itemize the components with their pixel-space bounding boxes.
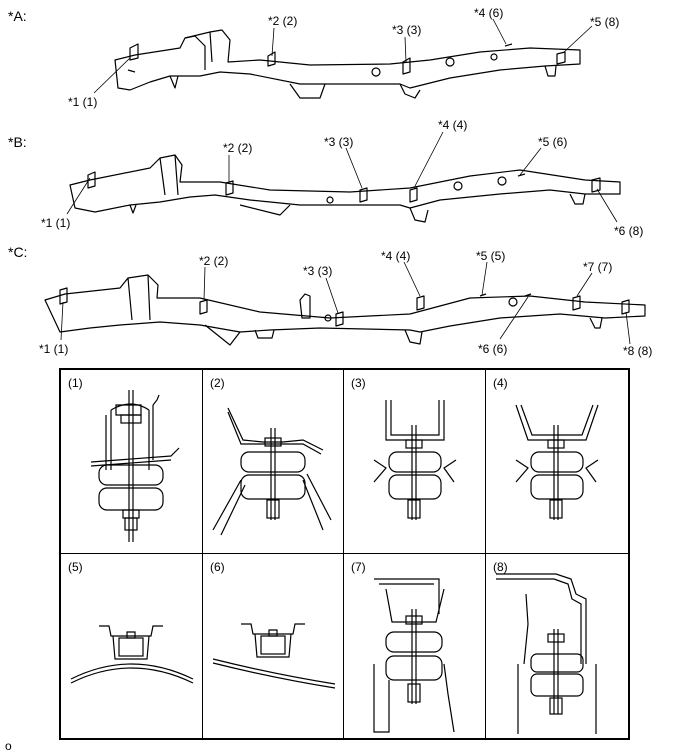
detail-cell-3: (3) [344, 370, 486, 554]
detail-cell-8: (8) [486, 554, 628, 738]
mount-detail-6 [212, 623, 336, 689]
detail-cell-3-number: (3) [351, 376, 366, 390]
callout-b-4: *4 (4) [438, 118, 468, 132]
callout-c-1: *1 (1) [39, 342, 69, 356]
detail-cell-1: (1) [61, 370, 203, 554]
mount-detail-5 [70, 625, 194, 684]
callout-a-4: *4 (6) [474, 6, 504, 20]
detail-cell-6-number: (6) [210, 560, 225, 574]
callout-b-3: *3 (3) [324, 135, 354, 149]
frame-b [69, 154, 621, 223]
detail-cell-1-number: (1) [68, 376, 83, 390]
callout-a-3: *3 (3) [392, 23, 422, 37]
frame-c [44, 274, 646, 346]
callout-b-6: *6 (8) [614, 224, 644, 238]
callout-a-1: *1 (1) [68, 95, 98, 109]
mount-detail-8 [496, 573, 597, 734]
mount-detail-2 [212, 407, 332, 536]
callout-b-5: *5 (6) [538, 135, 568, 149]
callout-a-5: *5 (8) [590, 15, 620, 29]
mount-detail-3 [373, 400, 457, 520]
callout-c-4: *4 (4) [381, 249, 411, 263]
detail-cell-5: (5) [61, 554, 203, 738]
callout-c-7: *7 (7) [583, 260, 613, 274]
callout-c-6: *6 (6) [478, 342, 508, 356]
mount-detail-1 [90, 390, 180, 542]
mount-detail-4 [515, 404, 599, 520]
row-a-tag: *A: [8, 8, 27, 24]
detail-cell-8-number: (8) [493, 560, 508, 574]
detail-cell-5-number: (5) [68, 560, 83, 574]
detail-cell-7-number: (7) [351, 560, 366, 574]
callout-a-2: *2 (2) [268, 14, 298, 28]
callout-c-5: *5 (5) [476, 249, 506, 263]
frame-diagrams [44, 18, 646, 346]
frame-a [114, 29, 581, 99]
detail-cell-4: (4) [486, 370, 628, 554]
row-b-tag: *B: [8, 134, 27, 150]
callout-c-8: *8 (8) [623, 344, 653, 358]
footer-mark: o [5, 739, 12, 753]
detail-grid: (1) (2) [59, 368, 630, 740]
row-c-tag: *C: [8, 244, 28, 260]
callout-b-1: *1 (1) [41, 216, 71, 230]
detail-cell-7: (7) [344, 554, 486, 738]
mount-detail-7 [373, 578, 455, 733]
detail-cell-6: (6) [203, 554, 344, 738]
detail-cell-2-number: (2) [210, 376, 225, 390]
callout-c-2: *2 (2) [199, 254, 229, 268]
callout-c-3: *3 (3) [303, 264, 333, 278]
detail-cell-4-number: (4) [493, 376, 508, 390]
detail-cell-2: (2) [203, 370, 344, 554]
callout-b-2: *2 (2) [223, 141, 253, 155]
